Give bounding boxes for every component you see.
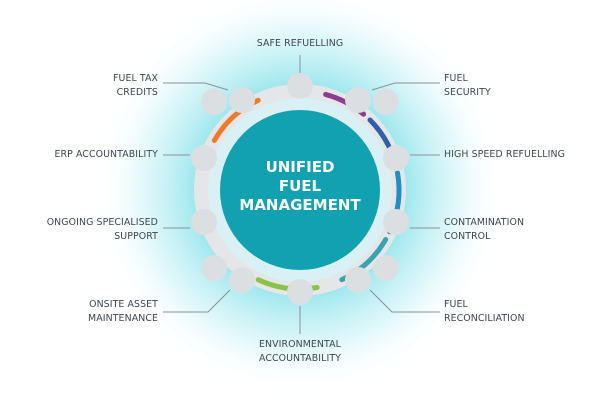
ring-node-4 [383, 145, 409, 171]
label-ongoing-specialised-support: ONGOING SPECIALISED SUPPORT [46, 217, 158, 242]
ring-node-12 [191, 145, 217, 171]
ring-node-11 [191, 209, 217, 235]
center-title-line-3: MANAGEMENT [239, 196, 361, 214]
center-circle [220, 110, 380, 270]
label-erp-accountability: ERP ACCOUNTABILITY [54, 149, 158, 160]
ring-node-7 [345, 267, 371, 293]
ring-node-6 [373, 255, 399, 281]
ring-node-1 [287, 73, 313, 99]
ring-node-14 [229, 87, 255, 113]
label-high-speed-refuelling: HIGH SPEED REFUELLING [444, 149, 565, 160]
leader-line-5 [369, 289, 440, 313]
label-contamination-control: CONTAMINATION CONTROL [444, 217, 525, 242]
ring-node-8 [287, 279, 313, 305]
label-onsite-asset-maintenance: ONSITE ASSET MAINTENANCE [88, 299, 158, 324]
label-safe-refuelling: SAFE REFUELLING [256, 38, 344, 49]
leader-line-7 [163, 289, 231, 313]
leader-lines [163, 55, 440, 334]
center-title-line-2: FUEL [278, 177, 322, 195]
ring-node-9 [229, 267, 255, 293]
ring-node-3 [373, 89, 399, 115]
ring-node-2 [345, 87, 371, 113]
ring-node-10 [201, 255, 227, 281]
center-title-line-1: UNIFIED [265, 158, 335, 176]
center-title: UNIFIED FUEL MANAGEMENT [205, 158, 395, 215]
label-fuel-security: FUEL SECURITY [444, 73, 491, 98]
label-fuel-reconciliation: FUEL RECONCILIATION [444, 299, 525, 324]
leader-line-10 [163, 82, 229, 91]
label-environmental-accountability: ENVIRONMENTAL ACCOUNTABILITY [258, 339, 342, 364]
label-fuel-tax-credits: FUEL TAX CREDITS [112, 73, 158, 98]
ring-nodes [191, 73, 409, 305]
ring-node-5 [383, 209, 409, 235]
ring-node-13 [201, 89, 227, 115]
leader-line-2 [371, 82, 440, 91]
